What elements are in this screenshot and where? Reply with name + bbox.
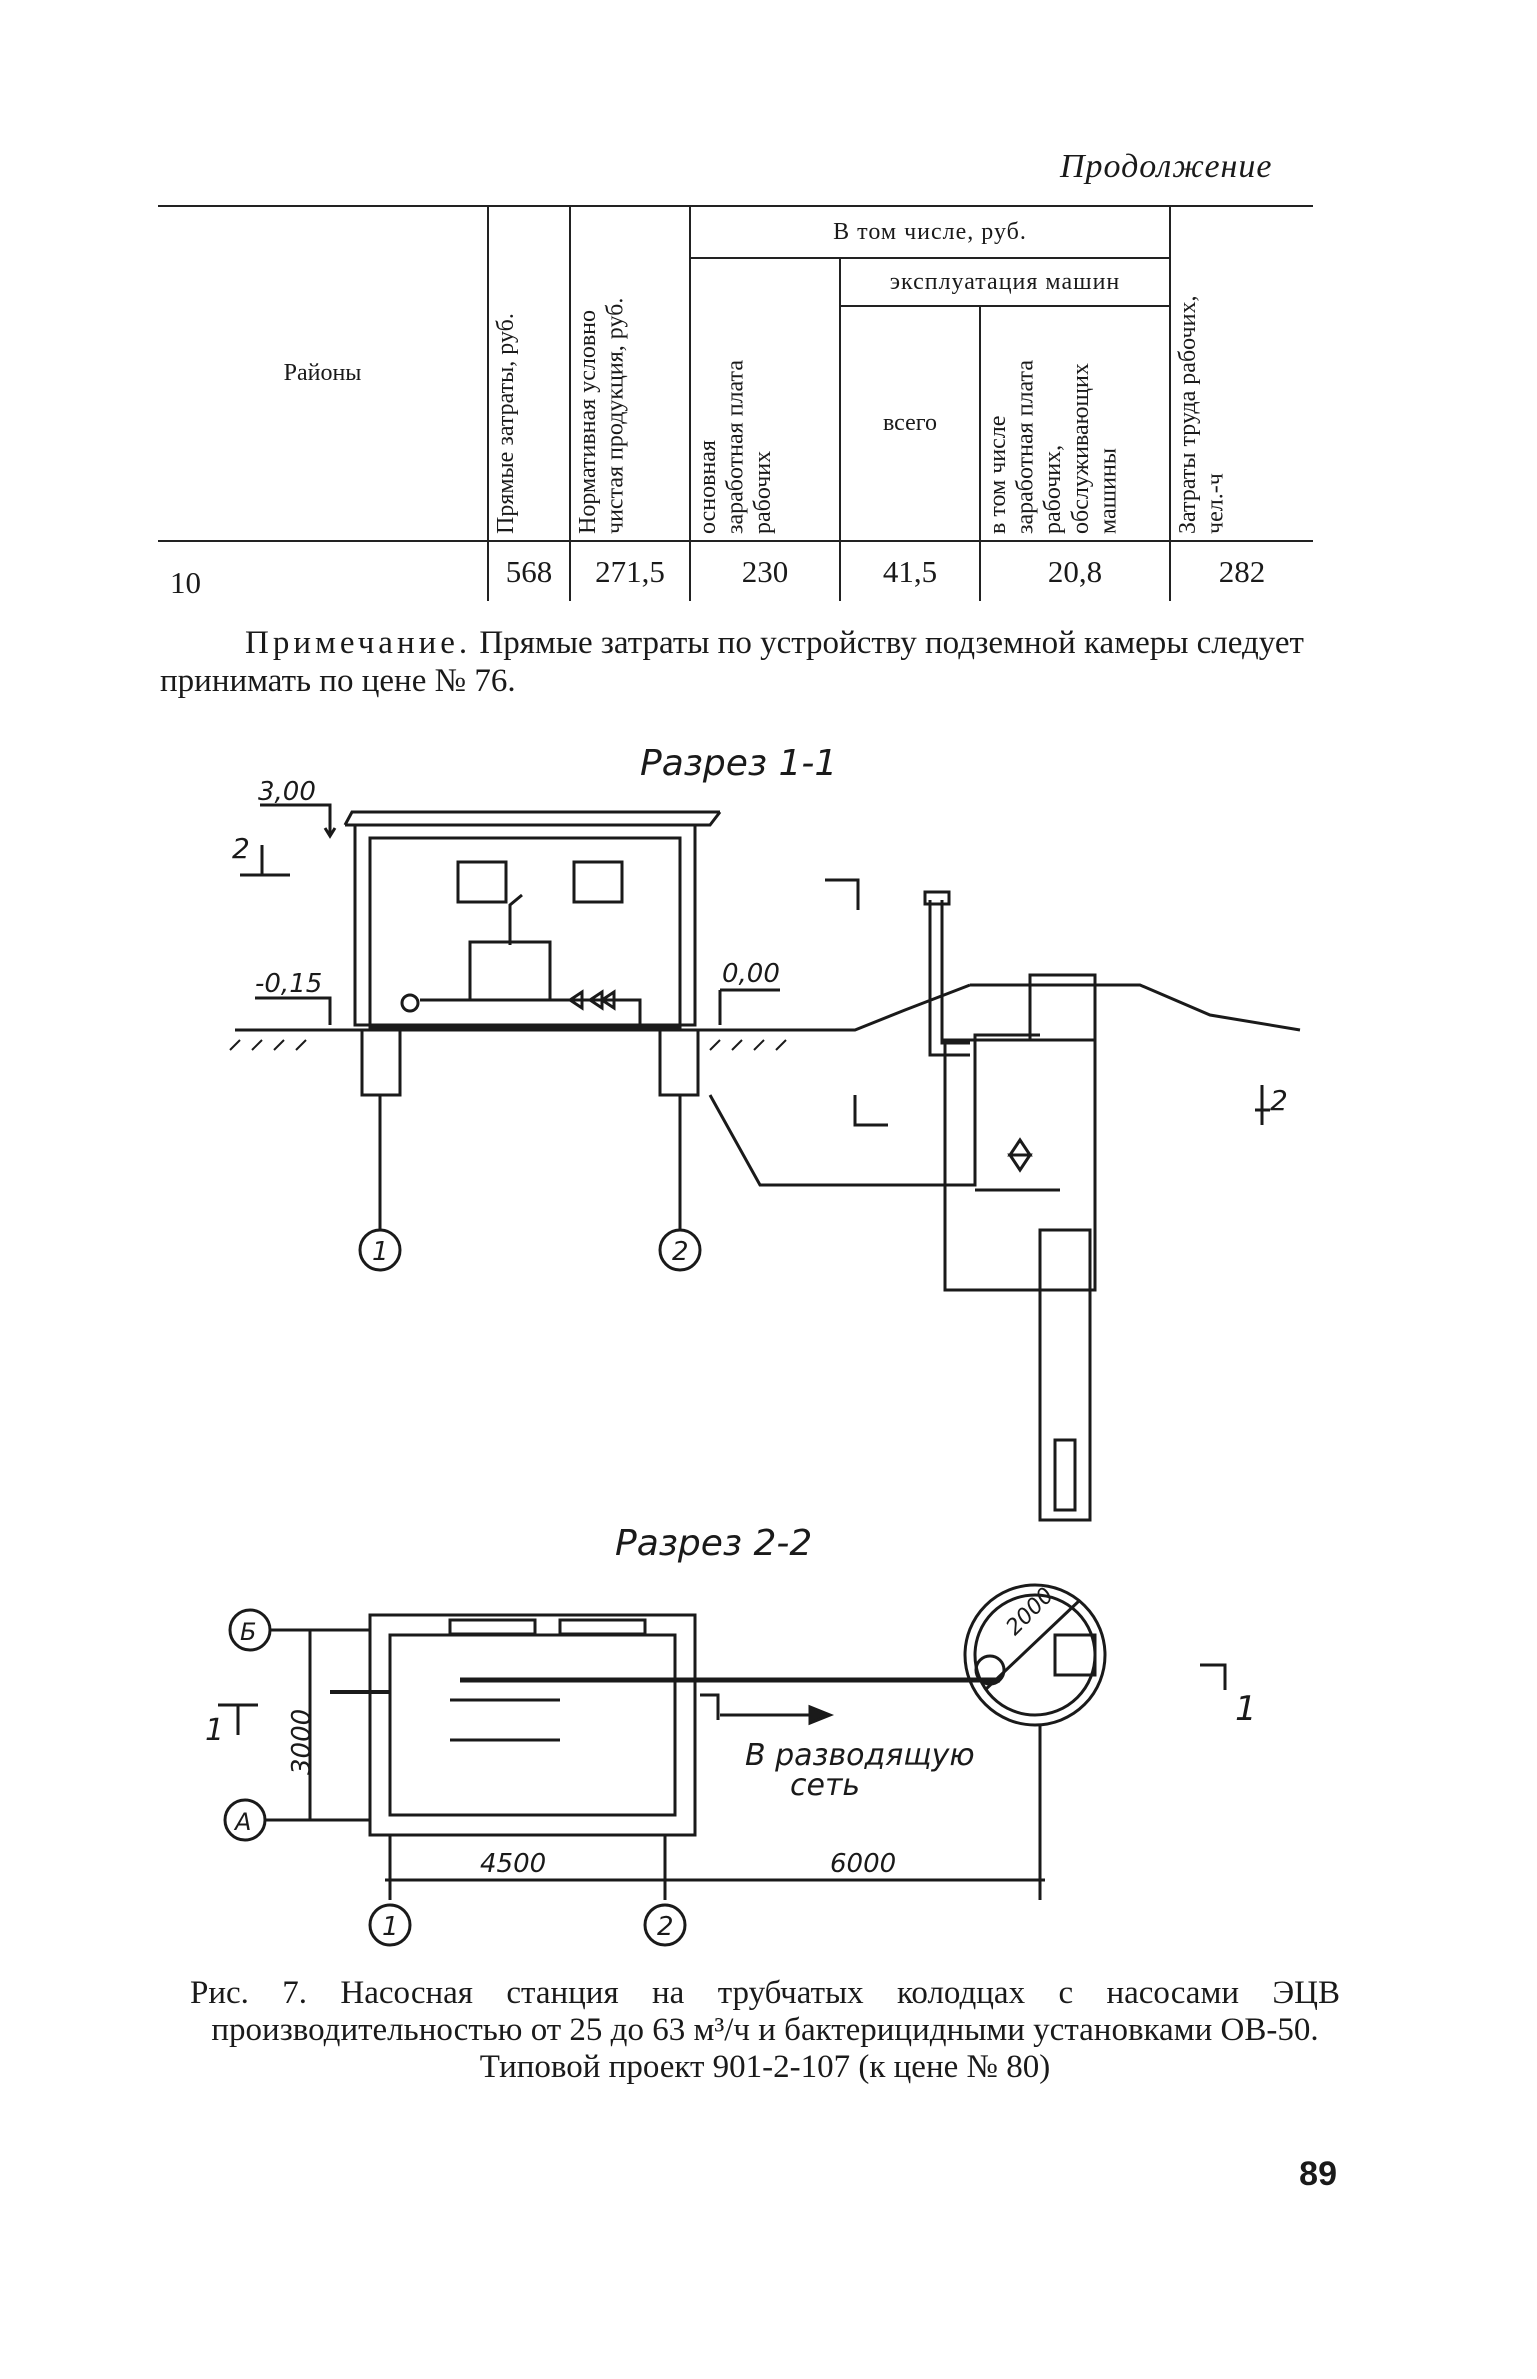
pressure-pipe	[420, 998, 642, 1025]
cell-normative: 271,5	[570, 541, 691, 601]
header-direct: Прямые затраты, руб.	[487, 205, 571, 542]
elev-015: -0,15	[255, 969, 322, 999]
section1-title: Разрез 1-1	[640, 743, 837, 784]
window-right	[572, 860, 624, 904]
axis-marker-1	[358, 1228, 402, 1272]
plan-window-1	[448, 1618, 537, 1636]
figure-caption: Рис. 7. Насосная станция на трубчатых ко…	[190, 1975, 1340, 2086]
note: Примечание. Прямые затраты по устройству…	[160, 625, 1320, 701]
cut-mark-right	[1200, 1663, 1227, 1690]
plan-outer-wall	[368, 1613, 697, 1837]
network-label-1: В разводящую	[745, 1738, 975, 1773]
header-labor: Затраты труда рабочих, чел.-ч	[1169, 205, 1313, 542]
header-wages: основная заработная плата рабочих	[689, 257, 841, 542]
cut-mark-top	[825, 878, 860, 910]
plan-inner-wall	[388, 1633, 677, 1817]
network-label-2: сеть	[790, 1768, 860, 1803]
cell-wages: 230	[690, 541, 841, 601]
axis-marker-2-plan	[643, 1903, 687, 1947]
vent-cap	[923, 890, 951, 906]
dim-4500: 4500	[480, 1849, 546, 1879]
ground-line-right	[970, 983, 1301, 1032]
plan-window-2	[558, 1618, 647, 1636]
well-pump	[1053, 1438, 1077, 1512]
cell-direct: 568	[487, 541, 571, 601]
cut-mark-bottom	[853, 1095, 888, 1127]
section2-title: Разрез 2-2	[615, 1523, 812, 1564]
valve-icons	[567, 989, 616, 1011]
motor-icon	[400, 993, 420, 1013]
elev-000-mark	[718, 988, 780, 1025]
cell-total: 41,5	[840, 541, 981, 601]
note-label: Примечание.	[245, 625, 472, 661]
plan-cut-mark	[700, 1693, 720, 1720]
well-chamber	[943, 1038, 1097, 1292]
note-text: Прямые затраты по устройству подземной к…	[160, 625, 1304, 699]
window-left	[456, 860, 508, 904]
dim-lines	[385, 1725, 1045, 1900]
header-including: В том числе, руб.	[689, 205, 1171, 259]
continuation-label: Продолжение	[1060, 148, 1273, 185]
cell-region: 10	[170, 565, 201, 600]
ground-line-left	[235, 983, 971, 1032]
mark-2-top-label: 2	[232, 832, 250, 865]
vent-pipe	[928, 900, 970, 1057]
axis-lines	[378, 1095, 682, 1230]
elev-300: 3,00	[258, 777, 316, 807]
cut-mark-left	[218, 1703, 258, 1735]
pump-unit	[468, 940, 552, 1002]
cell-machine-wages: 20,8	[980, 541, 1171, 601]
plan-pipes	[450, 1698, 560, 1742]
building-shell	[353, 823, 697, 1027]
building-inner	[368, 836, 682, 1030]
flow-arrow-head	[808, 1704, 835, 1726]
header-normative: Нормативная условно чистая продукция, ру…	[569, 205, 691, 542]
axis-B-label: Б	[240, 1618, 256, 1646]
cost-table: Районы Прямые затраты, руб. Нормативная …	[158, 205, 1313, 601]
well-diameter-line	[983, 1598, 1082, 1692]
mark-2-bottom-label: 2	[1270, 1084, 1288, 1117]
dim-6000: 6000	[830, 1849, 896, 1879]
cell-labor: 282	[1218, 553, 1266, 589]
axis-A-label: А	[233, 1808, 251, 1836]
well-hatch	[1028, 973, 1097, 1042]
elev-300-mark	[260, 803, 337, 839]
axis-2-plan-label: 2	[657, 1912, 674, 1942]
header-regions: Районы	[158, 205, 488, 542]
page-number: 89	[1299, 2155, 1337, 2193]
axis-1-plan-label: 1	[382, 1912, 399, 1942]
cut-mark-left-label: 1	[205, 1713, 224, 1748]
elev-000: 0,00	[722, 959, 780, 989]
header-total: всего	[839, 305, 981, 542]
foundation-2	[658, 1028, 700, 1097]
axis-marker-2	[658, 1228, 702, 1272]
axis-2-label: 2	[672, 1237, 689, 1267]
supply-pipe	[708, 1033, 1040, 1187]
mark-2-top	[240, 845, 290, 877]
elev-015-mark	[255, 996, 332, 1025]
well-circle	[963, 1583, 1107, 1727]
well-hatch-plan	[1053, 1633, 1097, 1677]
header-machines: эксплуатация машин	[839, 257, 1171, 307]
pump-pipe	[508, 893, 523, 945]
axis-marker-1-plan	[368, 1903, 412, 1947]
cut-mark-right-label: 1	[1235, 1689, 1257, 1729]
well-valve	[975, 1137, 1060, 1192]
header-machine-wages: в том числе заработная плата рабочих, об…	[979, 305, 1171, 542]
hatching	[229, 1039, 787, 1051]
caption-line-1: Рис. 7. Насосная станция на трубчатых ко…	[190, 1975, 1340, 2048]
foundation-1	[360, 1028, 402, 1097]
dim-2000: 2000	[1002, 1583, 1059, 1640]
caption-line-2: Типовой проект 901-2-107 (к цене № 80)	[479, 2048, 1051, 2085]
axis-1-label: 1	[372, 1237, 389, 1267]
dim-3000: 3000	[287, 1709, 317, 1775]
dim-3000-line	[265, 1628, 370, 1822]
roof	[343, 810, 722, 827]
well-casing	[1038, 1228, 1092, 1522]
mark-2-bottom	[1255, 1085, 1270, 1125]
